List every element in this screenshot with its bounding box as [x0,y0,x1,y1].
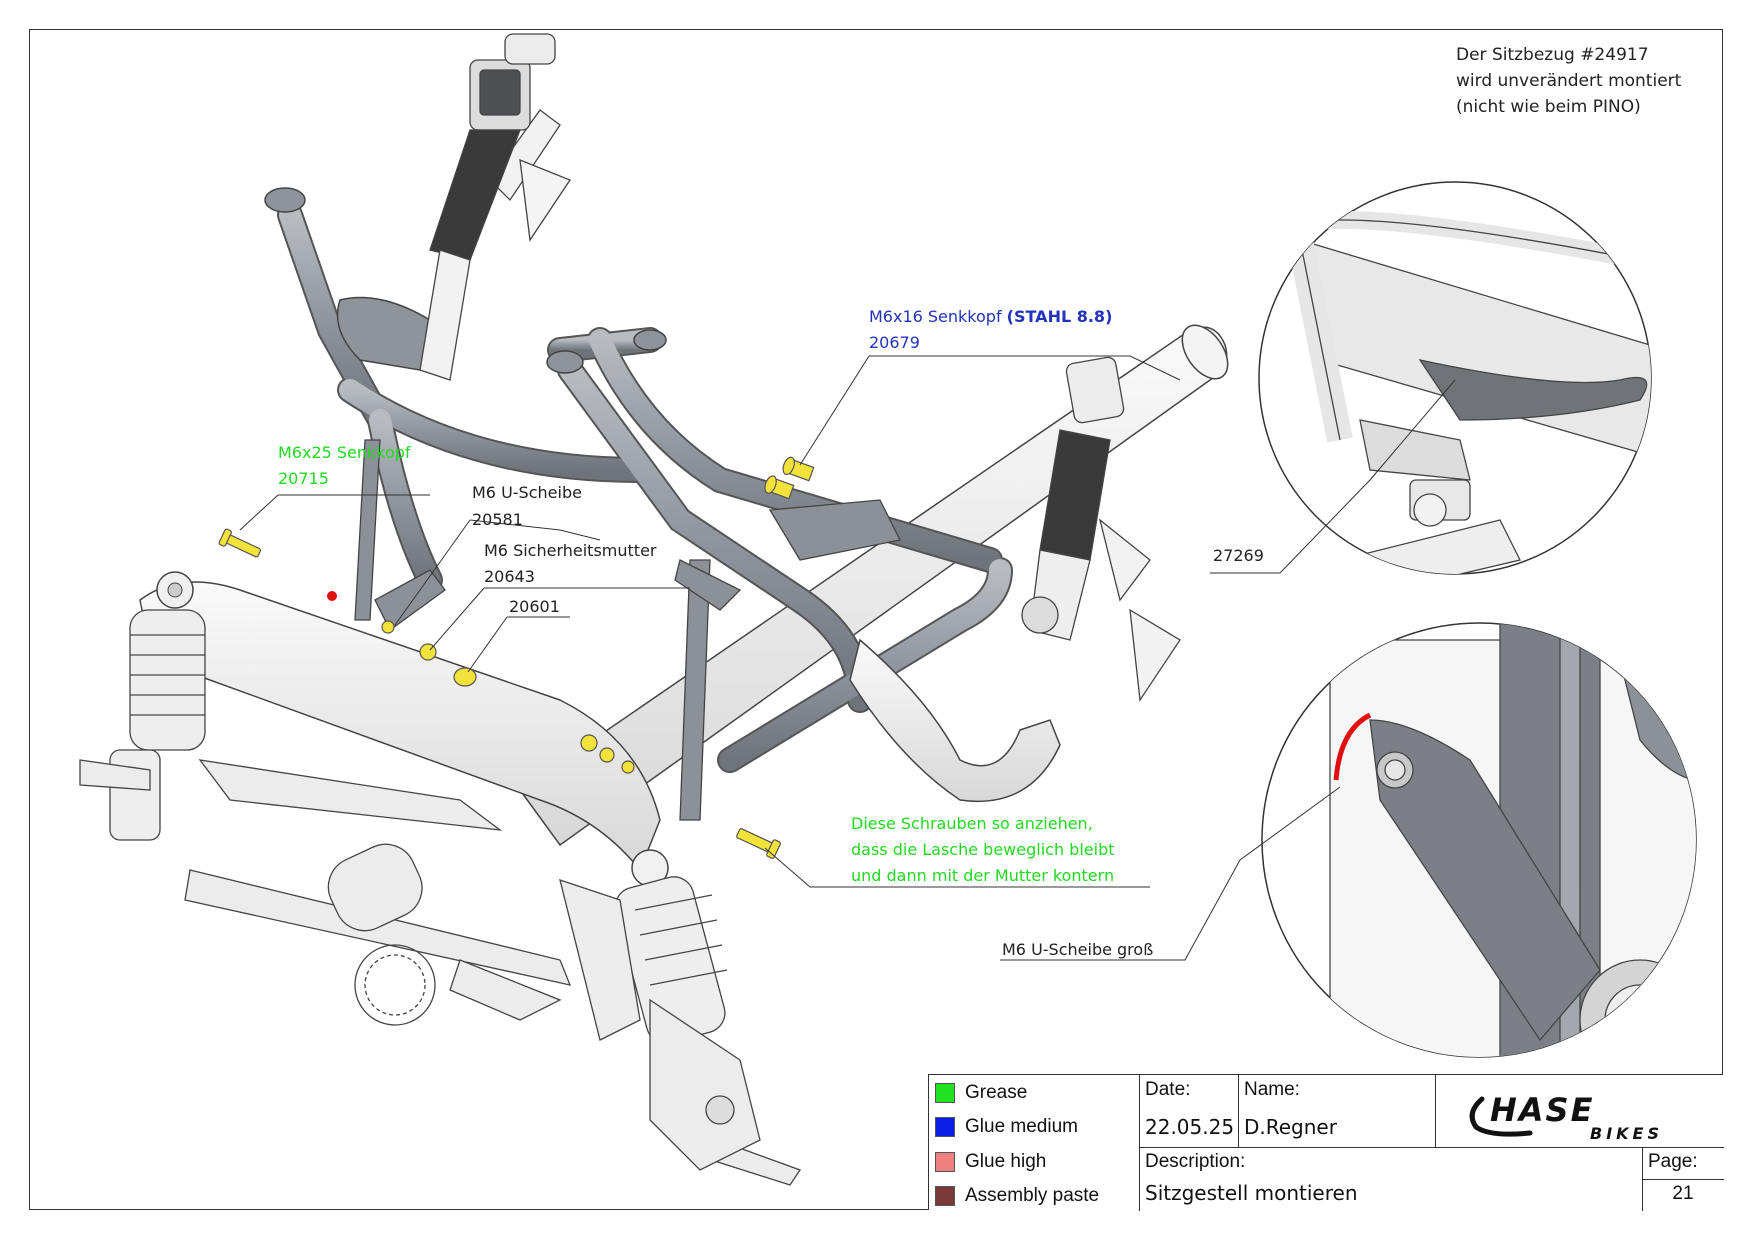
cross-tube-right [849,638,1061,802]
callout-m6x16-number: 20679 [869,333,920,352]
tube-end-cap [633,329,667,351]
tube-end-cap [264,187,306,213]
name-value: D.Regner [1244,1115,1337,1139]
washer-20581 [381,620,395,634]
title-block: Grease Glue medium Glue high Assembly pa… [928,1074,1724,1211]
glue-high-swatch [935,1152,955,1172]
color-legend: Grease Glue medium Glue high Assembly pa… [929,1075,1140,1211]
callout-m6x25-number: 20715 [278,469,329,488]
callout-detail-27269: 27269 [1213,546,1264,565]
screw-20679-a [782,456,815,482]
fasteners [218,456,815,859]
callout-washer-number: 20581 [472,510,523,529]
lower-suspension [79,759,801,1186]
tube-end-cap [546,350,584,374]
leader-large-washer [1000,786,1341,961]
linkage-plates [354,439,901,821]
callout-cap-number: 20601 [509,597,560,616]
callout-leaders [239,355,1181,888]
callout-nut-number: 20643 [484,567,535,586]
description-value: Sitzgestell montieren [1145,1181,1358,1205]
glue-medium-swatch [935,1117,955,1137]
callout-large-washer: M6 U-Scheibe groß [1002,940,1154,959]
legend-item-grease: Grease [935,1079,1027,1107]
left-shock-absorber [109,609,206,841]
legend-item-glue-medium: Glue medium [935,1113,1078,1141]
right-handlebar [1021,356,1181,702]
detail-circle-top [1258,181,1652,575]
callout-washer-name: M6 U-Scheibe [472,483,582,502]
seat-cover-note: Der Sitzbezug #24917 wird unverändert mo… [1456,45,1682,117]
callout-nut-name: M6 Sicherheitsmutter [484,541,657,560]
page-number: 21 [1672,1183,1694,1204]
callout-m6x25-name: M6x25 Senkkopf [278,443,411,462]
screw-20715 [218,528,262,558]
front-cross-arm [139,571,669,887]
callout-m6x16-name: M6x16 Senkkopf (STAHL 8.8) [869,307,1113,326]
grease-swatch [935,1083,955,1103]
legend-item-assembly-paste: Assembly paste [935,1182,1099,1210]
cap-20601 [453,667,477,687]
tightening-instruction: Diese Schrauben so anziehen, dass die La… [851,814,1115,885]
drawing-frame [29,29,1723,1210]
date-label: Date: [1145,1079,1191,1100]
name-label: Name: [1244,1079,1300,1100]
assembly-paste-swatch [935,1186,955,1206]
screw-20679-b [764,475,795,500]
description-label: Description: [1145,1151,1246,1172]
legend-item-glue-high: Glue high [935,1148,1046,1176]
logo-main-text: HASE [1490,1091,1594,1129]
left-handlebar [419,33,571,381]
page-label: Page: [1648,1151,1698,1172]
logo-sub-text: BIKES [1590,1124,1663,1143]
hase-bikes-logo: HASE BIKES [1469,1091,1663,1143]
leader-27269 [1210,379,1456,574]
date-value: 22.05.25 [1145,1115,1235,1139]
detail-circle-bottom [1261,622,1697,1058]
seal-mark [327,591,337,601]
